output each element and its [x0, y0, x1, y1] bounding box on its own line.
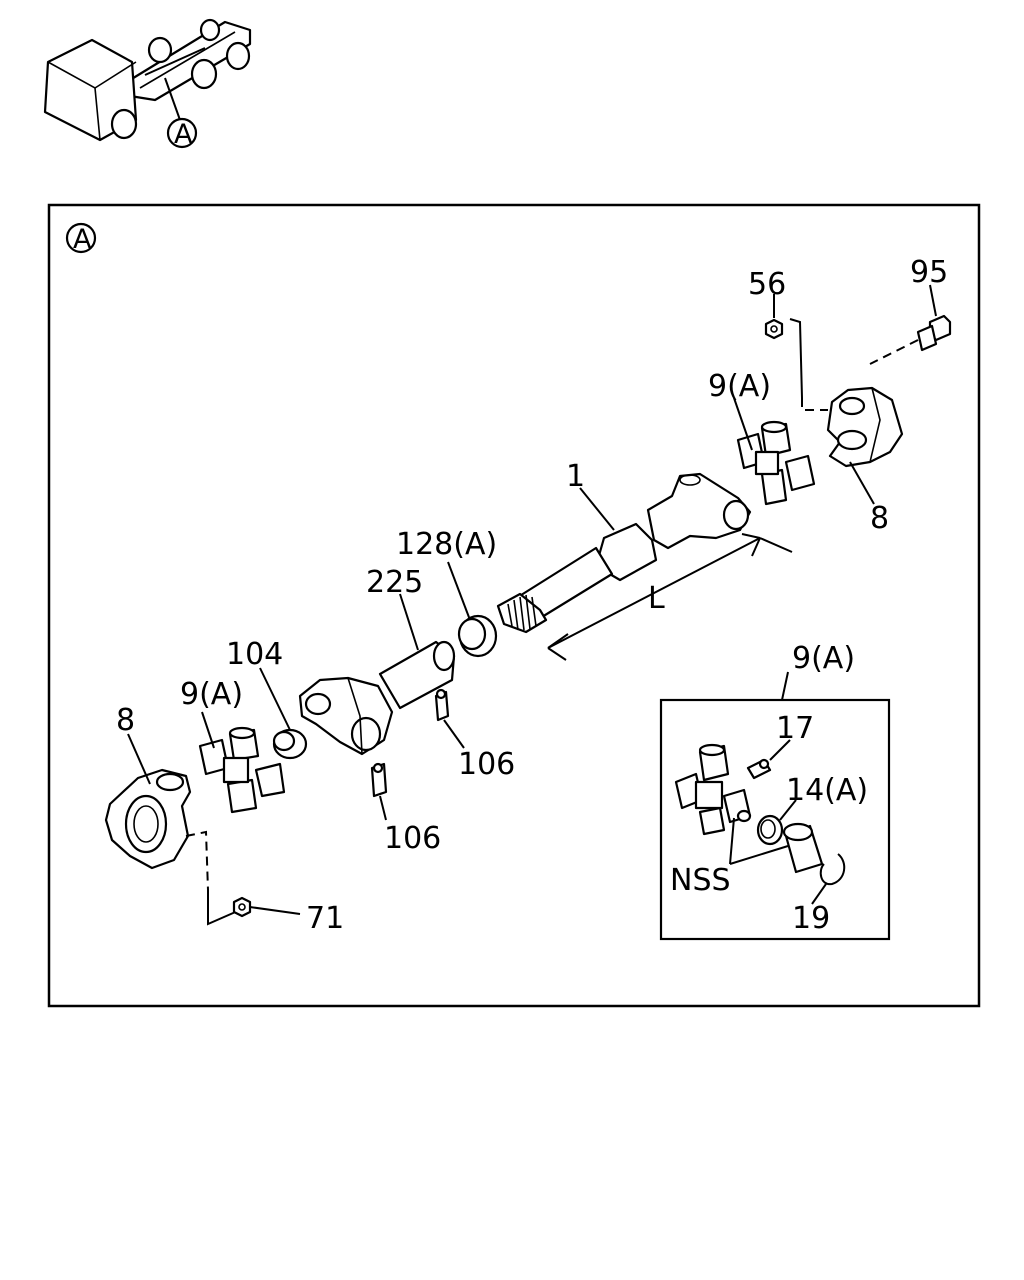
main-diagram-frame [47, 203, 981, 1008]
part-1-propeller-shaft [496, 472, 752, 634]
leader-lines [127, 284, 937, 915]
label-part-9a-inset: 9(A) [792, 641, 855, 676]
section-callout-label: A [73, 224, 92, 255]
label-part-106-top: 106 [458, 747, 515, 782]
label-part-1: 1 [566, 459, 585, 494]
part-104-dust-cap [272, 728, 308, 760]
truck-locator-illustration: A [43, 18, 252, 150]
part-9a-universal-joint-left [198, 726, 286, 814]
part-106-grease-fitting-top [434, 688, 450, 722]
locator-callout-label: A [174, 119, 193, 150]
label-part-8-right: 8 [870, 501, 889, 536]
inset-detail-frame [659, 698, 891, 941]
part-106-grease-fitting-bottom [370, 762, 388, 798]
part-8-flange-yoke-left [104, 768, 192, 870]
label-dimension-l: L [648, 581, 665, 616]
part-9a-universal-joint-right [736, 420, 816, 506]
inset-label-nss: NSS [670, 863, 731, 898]
label-part-9a-left: 9(A) [180, 677, 243, 712]
part-225-slip-yoke [298, 640, 456, 756]
part-56-nut [764, 318, 784, 340]
inset-bearing-cup [782, 822, 824, 874]
label-part-106-bottom: 106 [384, 821, 441, 856]
inset-label-part-17: 17 [776, 711, 814, 746]
inset-leader-lines [729, 739, 827, 905]
locator-callout-circle [166, 117, 198, 149]
label-part-9a-top: 9(A) [708, 369, 771, 404]
label-part-128a: 128(A) [396, 527, 497, 562]
inset-universal-joint-spider [674, 743, 752, 836]
inset-part-19-snap-ring [819, 853, 846, 886]
part-95-bolt [916, 314, 952, 352]
label-part-8-left: 8 [116, 703, 135, 738]
inset-label-part-14a: 14(A) [786, 773, 868, 808]
label-part-104: 104 [226, 637, 283, 672]
section-callout-circle [65, 222, 97, 254]
label-part-95: 95 [910, 255, 948, 290]
part-128a-seal-ring [457, 614, 498, 658]
label-part-56: 56 [748, 267, 786, 302]
inset-part-14a-seal [756, 814, 784, 846]
part-71-nut [232, 896, 252, 918]
label-part-71: 71 [306, 901, 344, 936]
label-part-225: 225 [366, 565, 423, 600]
part-8-flange-yoke-right [826, 386, 904, 468]
inset-label-part-19: 19 [792, 901, 830, 936]
dimension-l-arrows [547, 533, 793, 661]
inset-part-17-grease-fitting [746, 758, 772, 780]
